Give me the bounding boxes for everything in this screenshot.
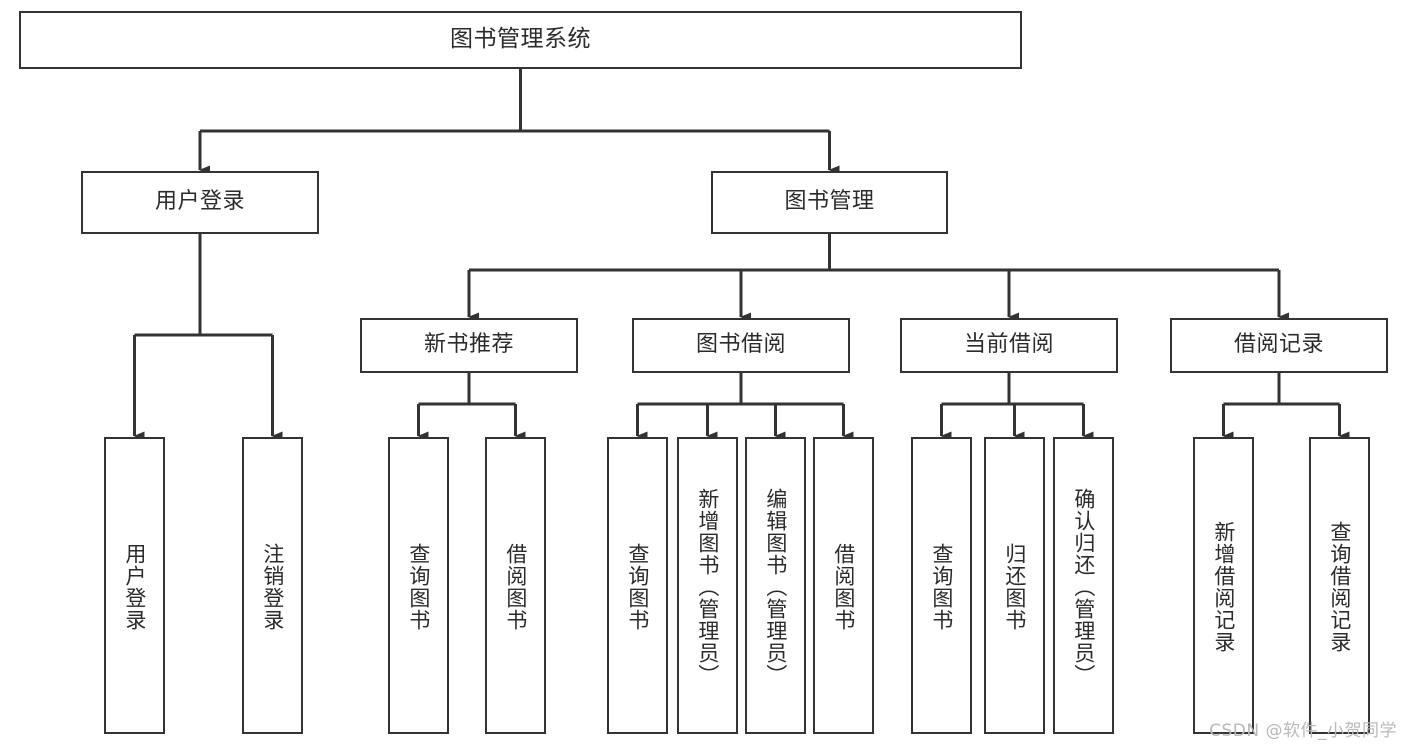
node-current-borrow[interactable]: 当前借阅 bbox=[900, 318, 1118, 373]
node-label-leaf-record-query: 查询借阅记录 bbox=[1327, 520, 1352, 653]
node-label-leaf-borrow-edit-book: 编辑图书（管理员） bbox=[763, 487, 788, 686]
node-label-leaf-borrow-add-book: 新增图书（管理员） bbox=[695, 487, 720, 686]
node-leaf-current-confirm-return[interactable]: 确认归还（管理员） bbox=[1053, 437, 1114, 734]
node-leaf-record-add[interactable]: 新增借阅记录 bbox=[1193, 437, 1254, 734]
node-leaf-user-logout[interactable]: 注销登录 bbox=[242, 437, 303, 734]
node-label-leaf-rec-query-book: 查询图书 bbox=[406, 542, 431, 631]
node-user-login[interactable]: 用户登录 bbox=[81, 171, 319, 234]
node-leaf-borrow-borrow-book[interactable]: 借阅图书 bbox=[813, 437, 874, 734]
node-label-root: 图书管理系统 bbox=[450, 26, 591, 53]
node-leaf-current-return-book[interactable]: 归还图书 bbox=[984, 437, 1045, 734]
node-label-leaf-user-logout: 注销登录 bbox=[260, 542, 285, 631]
node-leaf-rec-query-book[interactable]: 查询图书 bbox=[388, 437, 449, 734]
node-label-leaf-current-confirm-return: 确认归还（管理员） bbox=[1071, 487, 1096, 686]
node-label-borrow-record: 借阅记录 bbox=[1233, 332, 1324, 358]
node-leaf-user-login[interactable]: 用户登录 bbox=[104, 437, 165, 734]
node-label-leaf-rec-borrow-book: 借阅图书 bbox=[503, 542, 528, 631]
node-label-leaf-borrow-query-book: 查询图书 bbox=[625, 542, 650, 631]
node-label-leaf-borrow-borrow-book: 借阅图书 bbox=[831, 542, 856, 631]
node-leaf-current-query-book[interactable]: 查询图书 bbox=[911, 437, 972, 734]
node-label-leaf-record-add: 新增借阅记录 bbox=[1211, 520, 1236, 653]
node-book-manage[interactable]: 图书管理 bbox=[711, 171, 948, 234]
node-label-current-borrow: 当前借阅 bbox=[963, 332, 1054, 358]
node-label-user-login: 用户登录 bbox=[154, 189, 245, 215]
node-borrow-record[interactable]: 借阅记录 bbox=[1170, 318, 1388, 373]
node-label-new-book-rec: 新书推荐 bbox=[423, 332, 514, 358]
node-label-book-borrow: 图书借阅 bbox=[695, 332, 786, 358]
node-label-leaf-current-query-book: 查询图书 bbox=[929, 542, 954, 631]
node-label-leaf-user-login: 用户登录 bbox=[122, 542, 147, 631]
node-leaf-borrow-query-book[interactable]: 查询图书 bbox=[607, 437, 668, 734]
connector-lines bbox=[133, 69, 1350, 441]
node-book-borrow[interactable]: 图书借阅 bbox=[632, 318, 850, 373]
node-root[interactable]: 图书管理系统 bbox=[19, 11, 1022, 69]
node-label-book-manage: 图书管理 bbox=[784, 189, 875, 215]
node-leaf-record-query[interactable]: 查询借阅记录 bbox=[1309, 437, 1370, 734]
node-leaf-rec-borrow-book[interactable]: 借阅图书 bbox=[485, 437, 546, 734]
node-leaf-borrow-edit-book[interactable]: 编辑图书（管理员） bbox=[745, 437, 806, 734]
node-label-leaf-current-return-book: 归还图书 bbox=[1002, 542, 1027, 631]
node-new-book-rec[interactable]: 新书推荐 bbox=[360, 318, 578, 373]
node-leaf-borrow-add-book[interactable]: 新增图书（管理员） bbox=[677, 437, 738, 734]
